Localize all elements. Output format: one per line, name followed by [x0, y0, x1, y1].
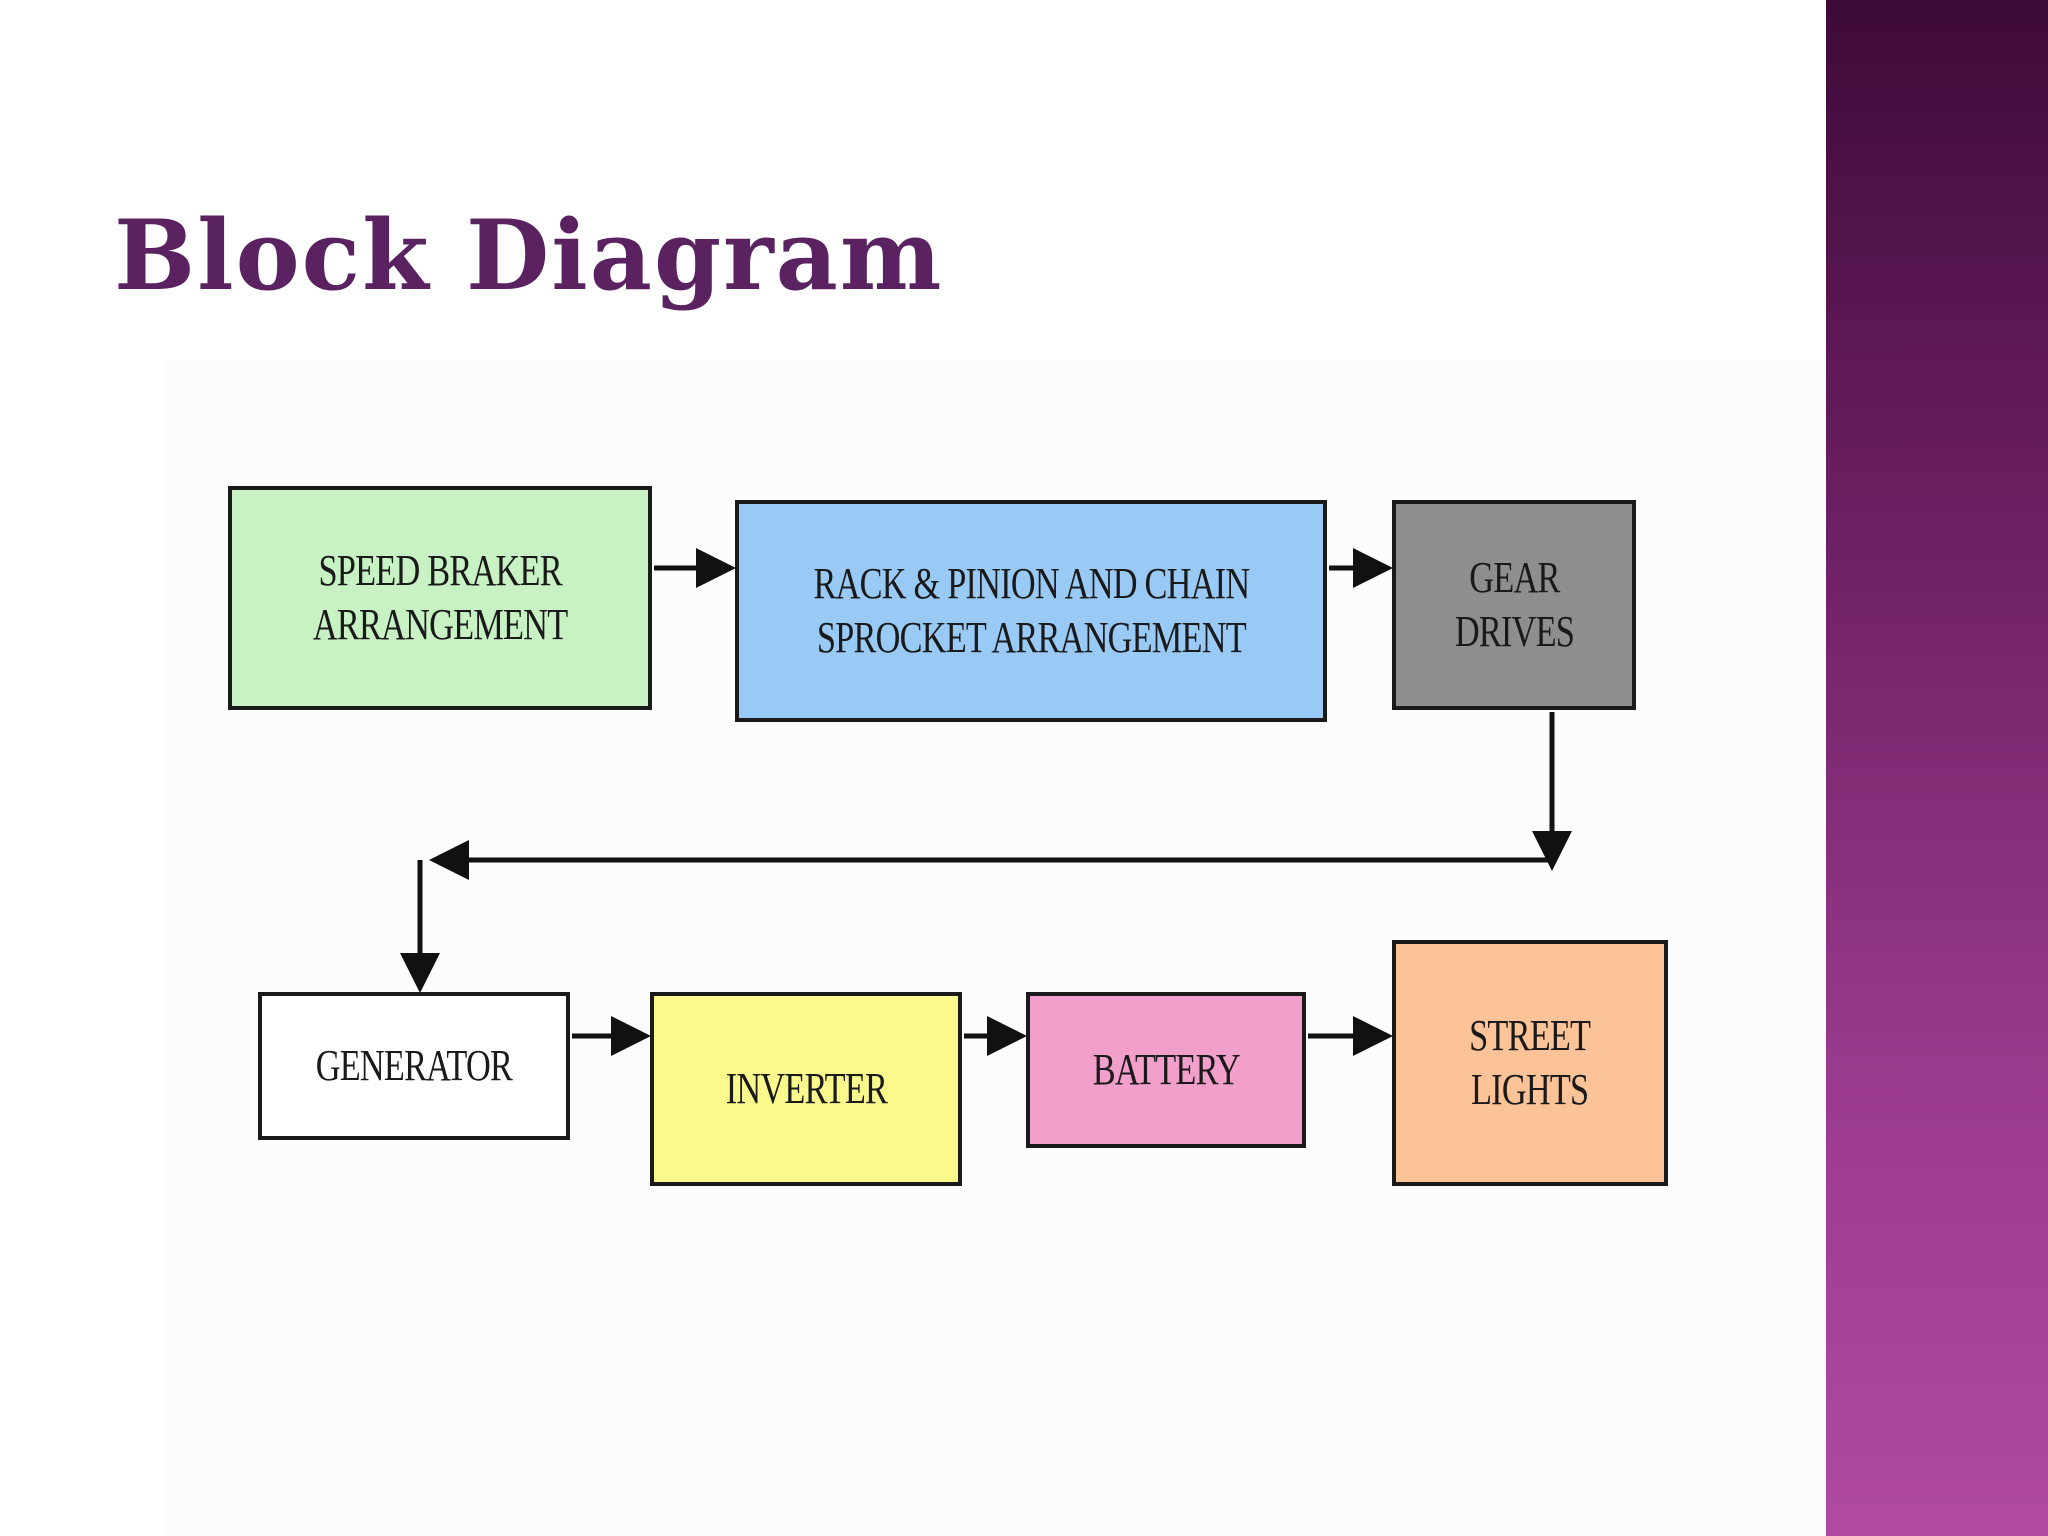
block-inverter: INVERTER	[650, 992, 962, 1186]
block-label: GENERATOR	[315, 1041, 513, 1091]
block-label: INVERTER	[725, 1064, 887, 1114]
block-label: GEAR DRIVES	[1454, 553, 1574, 656]
block-generator: GENERATOR	[258, 992, 570, 1140]
slide-title: Block Diagram	[114, 199, 944, 312]
block-street-lights: STREET LIGHTS	[1392, 940, 1668, 1186]
decorative-side-band	[1826, 0, 2048, 1536]
block-label: STREET LIGHTS	[1469, 1011, 1591, 1114]
block-label: BATTERY	[1092, 1045, 1240, 1095]
block-label: RACK & PINION AND CHAIN SPROCKET ARRANGE…	[813, 559, 1250, 662]
block-rack-pinion: RACK & PINION AND CHAIN SPROCKET ARRANGE…	[735, 500, 1327, 722]
block-gear-drives: GEAR DRIVES	[1392, 500, 1636, 710]
block-label: SPEED BRAKER ARRANGEMENT	[312, 546, 568, 649]
block-battery: BATTERY	[1026, 992, 1306, 1148]
block-speed-braker: SPEED BRAKER ARRANGEMENT	[228, 486, 652, 710]
